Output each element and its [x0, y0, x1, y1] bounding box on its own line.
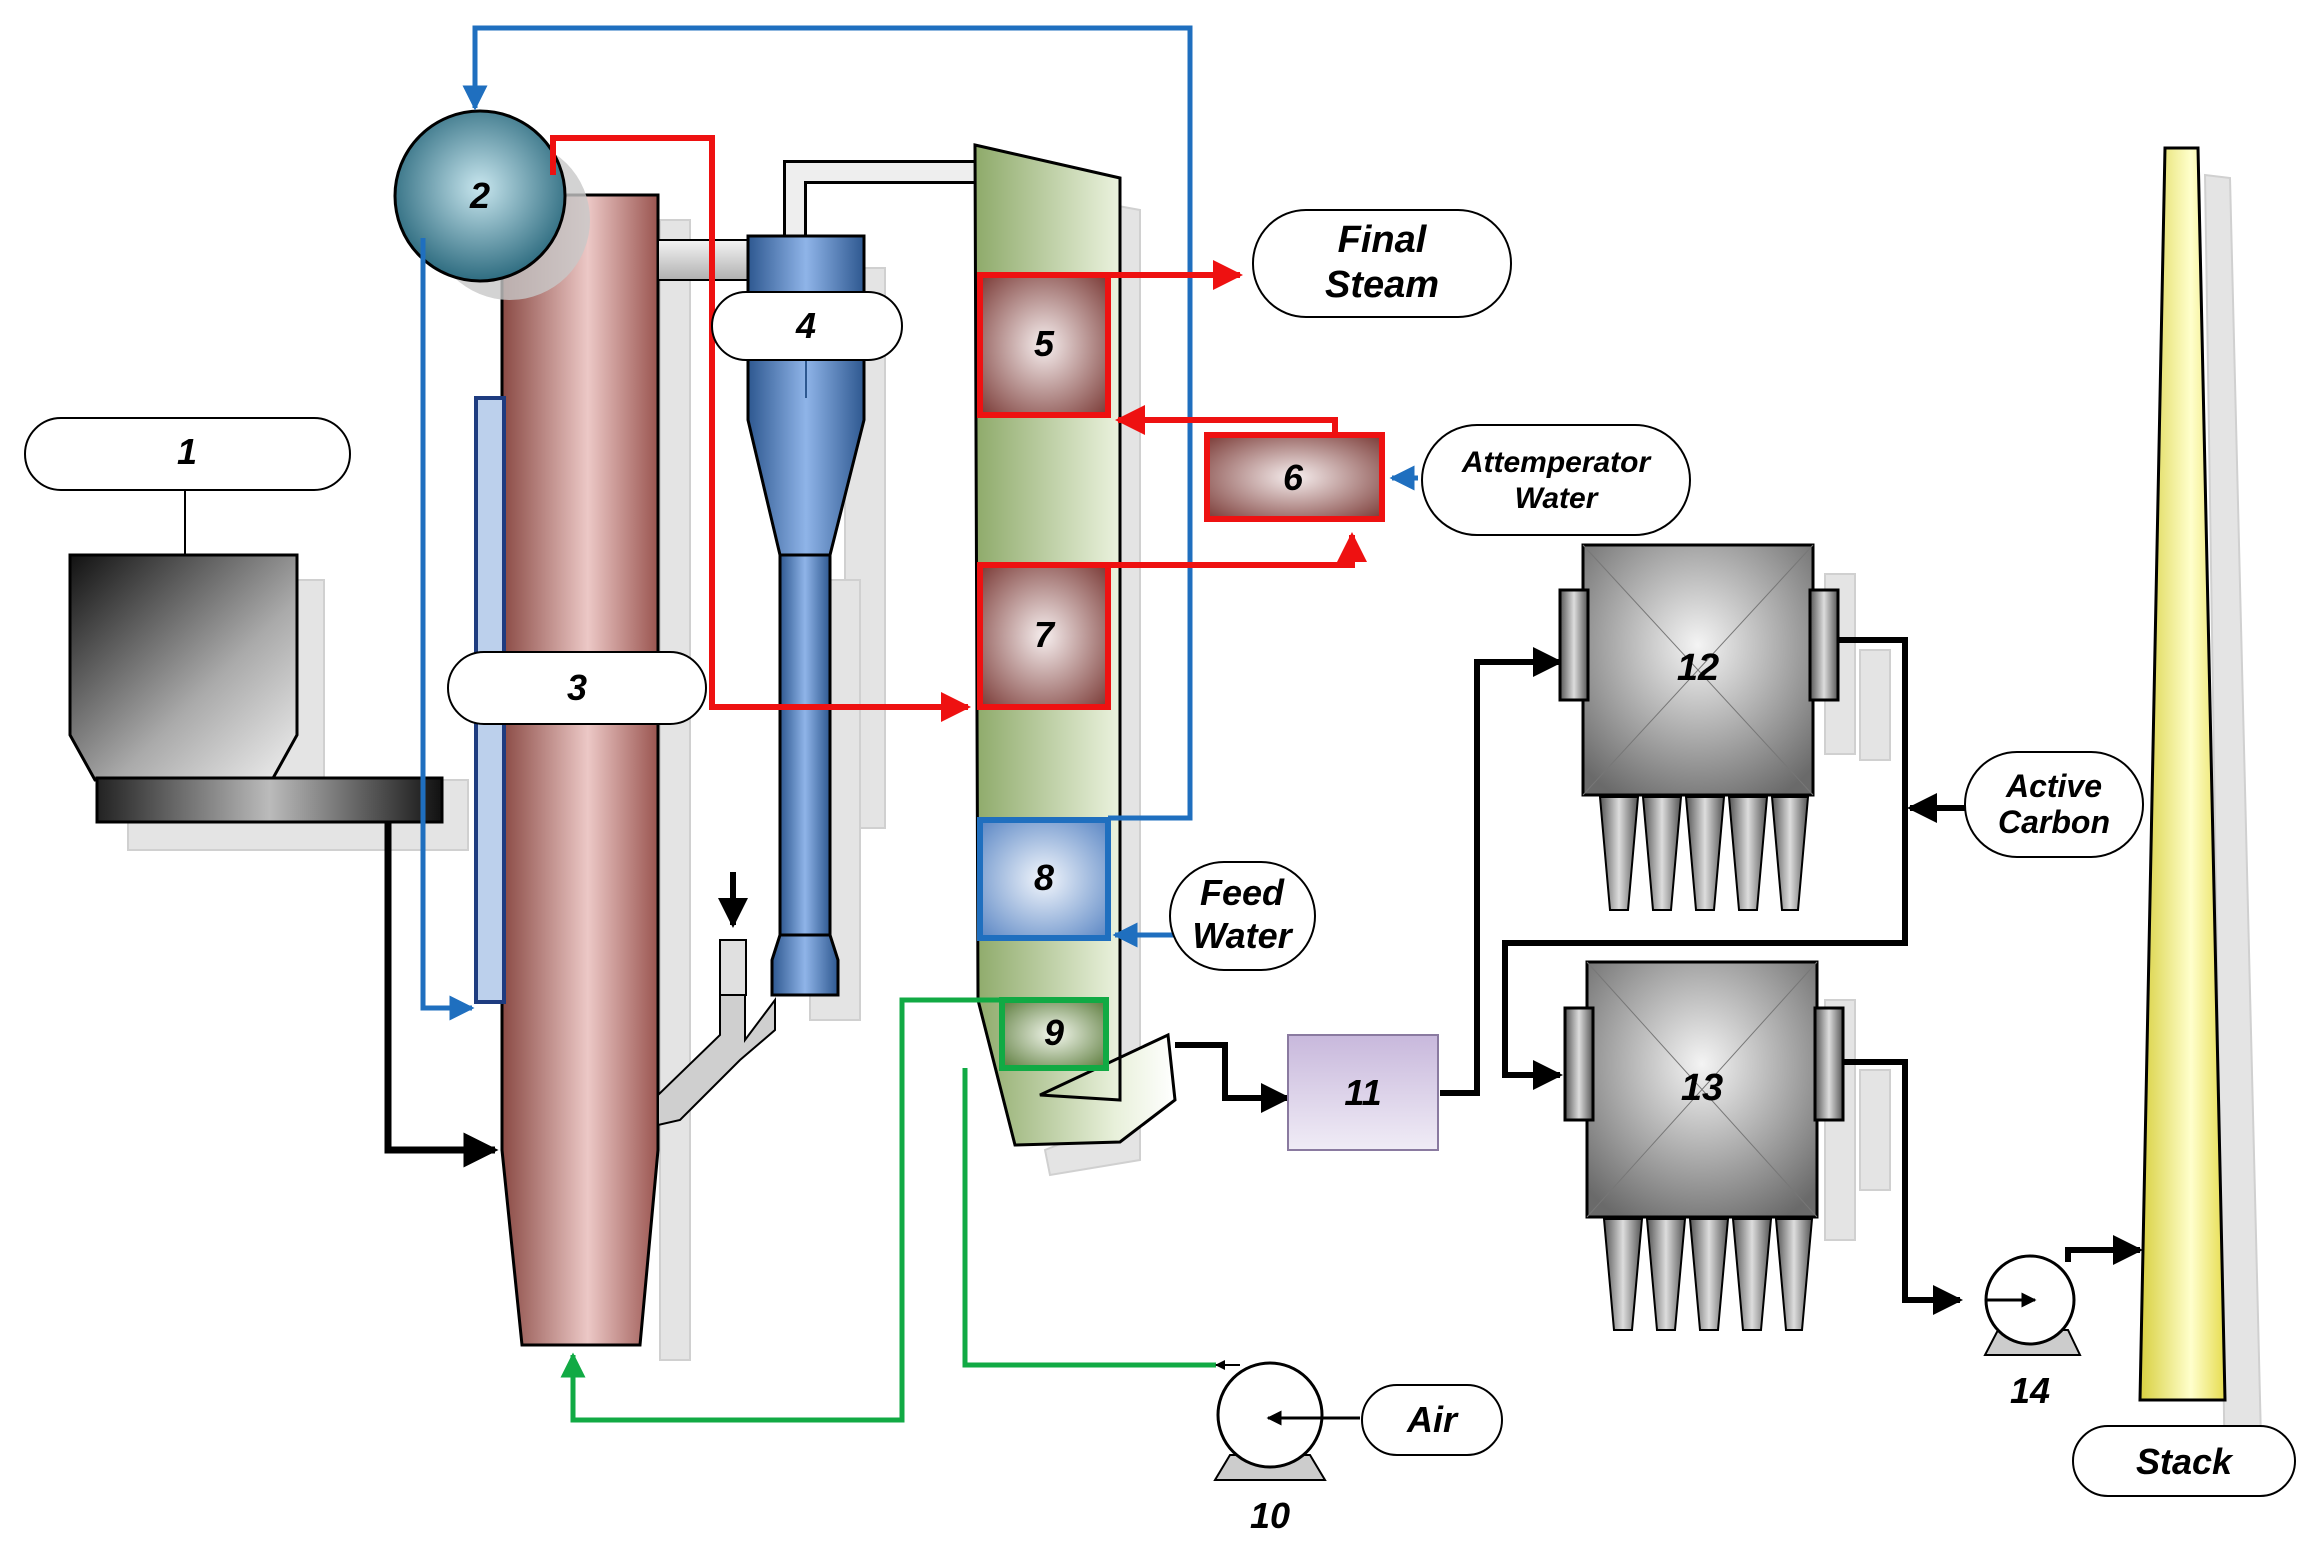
attemperator-number: 6 — [1283, 457, 1304, 498]
drop-shadows — [127, 173, 2264, 1481]
active-carbon-label-box — [1964, 751, 2144, 858]
attemperator-water-label-box — [1421, 424, 1691, 536]
hopper-number: 1 — [177, 431, 197, 472]
heat-exchanger — [1287, 1034, 1439, 1151]
feed-water-label-line2: Water — [1192, 915, 1293, 956]
final-superheater — [977, 272, 1111, 418]
filter-2-number: 13 — [1681, 1067, 1723, 1109]
loop-seal — [657, 872, 776, 1127]
primary-superheater-number: 7 — [1034, 614, 1056, 655]
air-fan — [1213, 1361, 1360, 1481]
air-preheater-number: 9 — [1044, 1012, 1064, 1053]
economizer-number: 8 — [1034, 857, 1054, 898]
heat-exchanger-number: 11 — [1344, 1072, 1381, 1113]
active-carbon-label-line1: Active — [2005, 768, 2102, 804]
steam-drum — [393, 109, 590, 300]
economizer — [977, 817, 1111, 941]
bag-filter-1 — [1558, 543, 1840, 911]
air-label-box — [1361, 1384, 1503, 1456]
cyclone-number: 4 — [795, 305, 816, 346]
id-fan — [1983, 1254, 2082, 1356]
stack-label-box — [2072, 1425, 2296, 1497]
steam-drum-number: 2 — [469, 175, 490, 216]
air-lines — [560, 997, 1216, 1423]
feed-water-label-box — [1169, 861, 1316, 971]
feed-water-label-line1: Feed — [1200, 872, 1285, 913]
stack — [2138, 146, 2227, 1402]
active-carbon-label-line2: Carbon — [1998, 804, 2110, 840]
attemperator — [1204, 432, 1385, 522]
steam-lines — [550, 135, 1367, 722]
final-steam-label-line2: Steam — [1325, 264, 1439, 306]
attemperator-water-label-line1: Attemperator — [1461, 446, 1653, 479]
flue-gas-lines — [1175, 637, 2143, 1315]
bag-filter-2 — [1563, 960, 1845, 1331]
cyclone-backpass-duct — [786, 163, 978, 240]
final-steam-label-box — [1252, 209, 1512, 318]
filter-1-number: 12 — [1677, 647, 1719, 689]
cyclone-label-box — [711, 291, 903, 361]
furnace-cyclone-duct — [657, 239, 759, 281]
fuel-feed-line — [384, 822, 499, 1168]
furnace-label-box — [447, 651, 707, 725]
air-preheater — [999, 997, 1109, 1071]
hopper — [68, 490, 444, 824]
id-fan-number: 14 — [2010, 1370, 2050, 1411]
hopper-label-box — [24, 417, 351, 491]
air-label: Air — [1406, 1399, 1459, 1440]
attemperator-water-label-line2: Water — [1515, 482, 1600, 515]
furnace-number: 3 — [567, 667, 587, 708]
final-steam-label-line1: Final — [1338, 219, 1428, 261]
water-lines — [420, 25, 1418, 1021]
stack-label: Stack — [2136, 1441, 2234, 1482]
final-superheater-number: 5 — [1034, 323, 1055, 364]
primary-superheater — [977, 562, 1111, 710]
furnace — [474, 193, 660, 1347]
air-fan-number: 10 — [1250, 1495, 1290, 1536]
